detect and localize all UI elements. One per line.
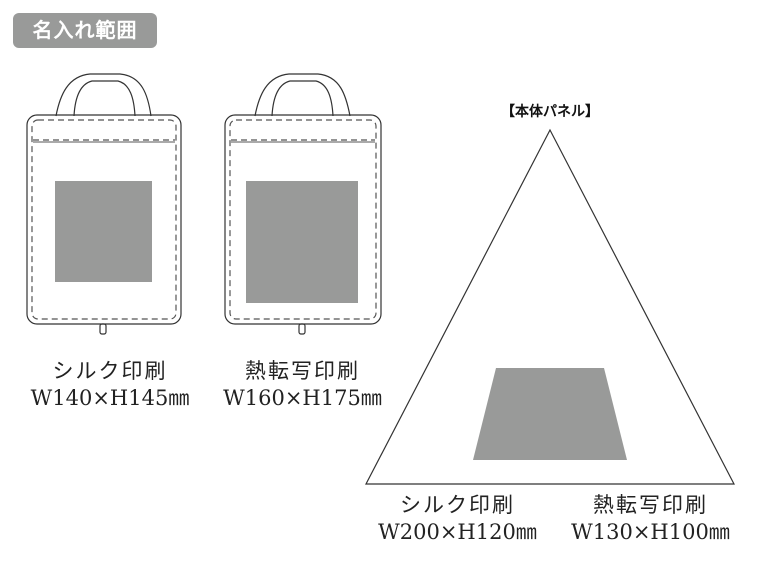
bag-illustration-silk [26, 73, 182, 335]
bag-illustration-heat-transfer [224, 73, 382, 335]
print-method: 熱転写印刷 [593, 493, 708, 517]
print-area-heading-badge: 名入れ範囲 [13, 13, 157, 48]
print-dimensions: W160×H175㎜ [223, 386, 382, 410]
bag-zipper-tab [298, 323, 306, 335]
print-method: 熱転写印刷 [245, 359, 360, 383]
print-area-heat-transfer [246, 181, 358, 303]
print-method: シルク印刷 [52, 359, 168, 383]
print-area-silk [55, 181, 152, 282]
panel-area-1-label: シルク印刷 W200×H120㎜ [360, 492, 555, 546]
body-panel-outline [365, 128, 735, 485]
bag-1-label: シルク印刷 W140×H145㎜ [10, 358, 210, 412]
panel-print-area [473, 368, 627, 460]
print-method: シルク印刷 [400, 493, 515, 517]
bag-handle-inner [271, 80, 334, 117]
body-panel-illustration [365, 128, 735, 485]
bag-stitching [31, 119, 177, 320]
bag-handle-outer [55, 73, 152, 117]
bag-2-label: 熱転写印刷 W160×H175㎜ [205, 358, 400, 412]
bag-handle-inner [73, 80, 136, 117]
print-dimensions: W140×H145㎜ [30, 386, 190, 410]
print-dimensions: W200×H120㎜ [378, 520, 537, 544]
bag-handle-outer [254, 73, 351, 117]
bag-zipper-tab [99, 323, 107, 335]
body-panel-title: 【本体パネル】 [501, 104, 599, 120]
print-dimensions: W130×H100㎜ [571, 520, 730, 544]
panel-area-2-label: 熱転写印刷 W130×H100㎜ [553, 492, 748, 546]
